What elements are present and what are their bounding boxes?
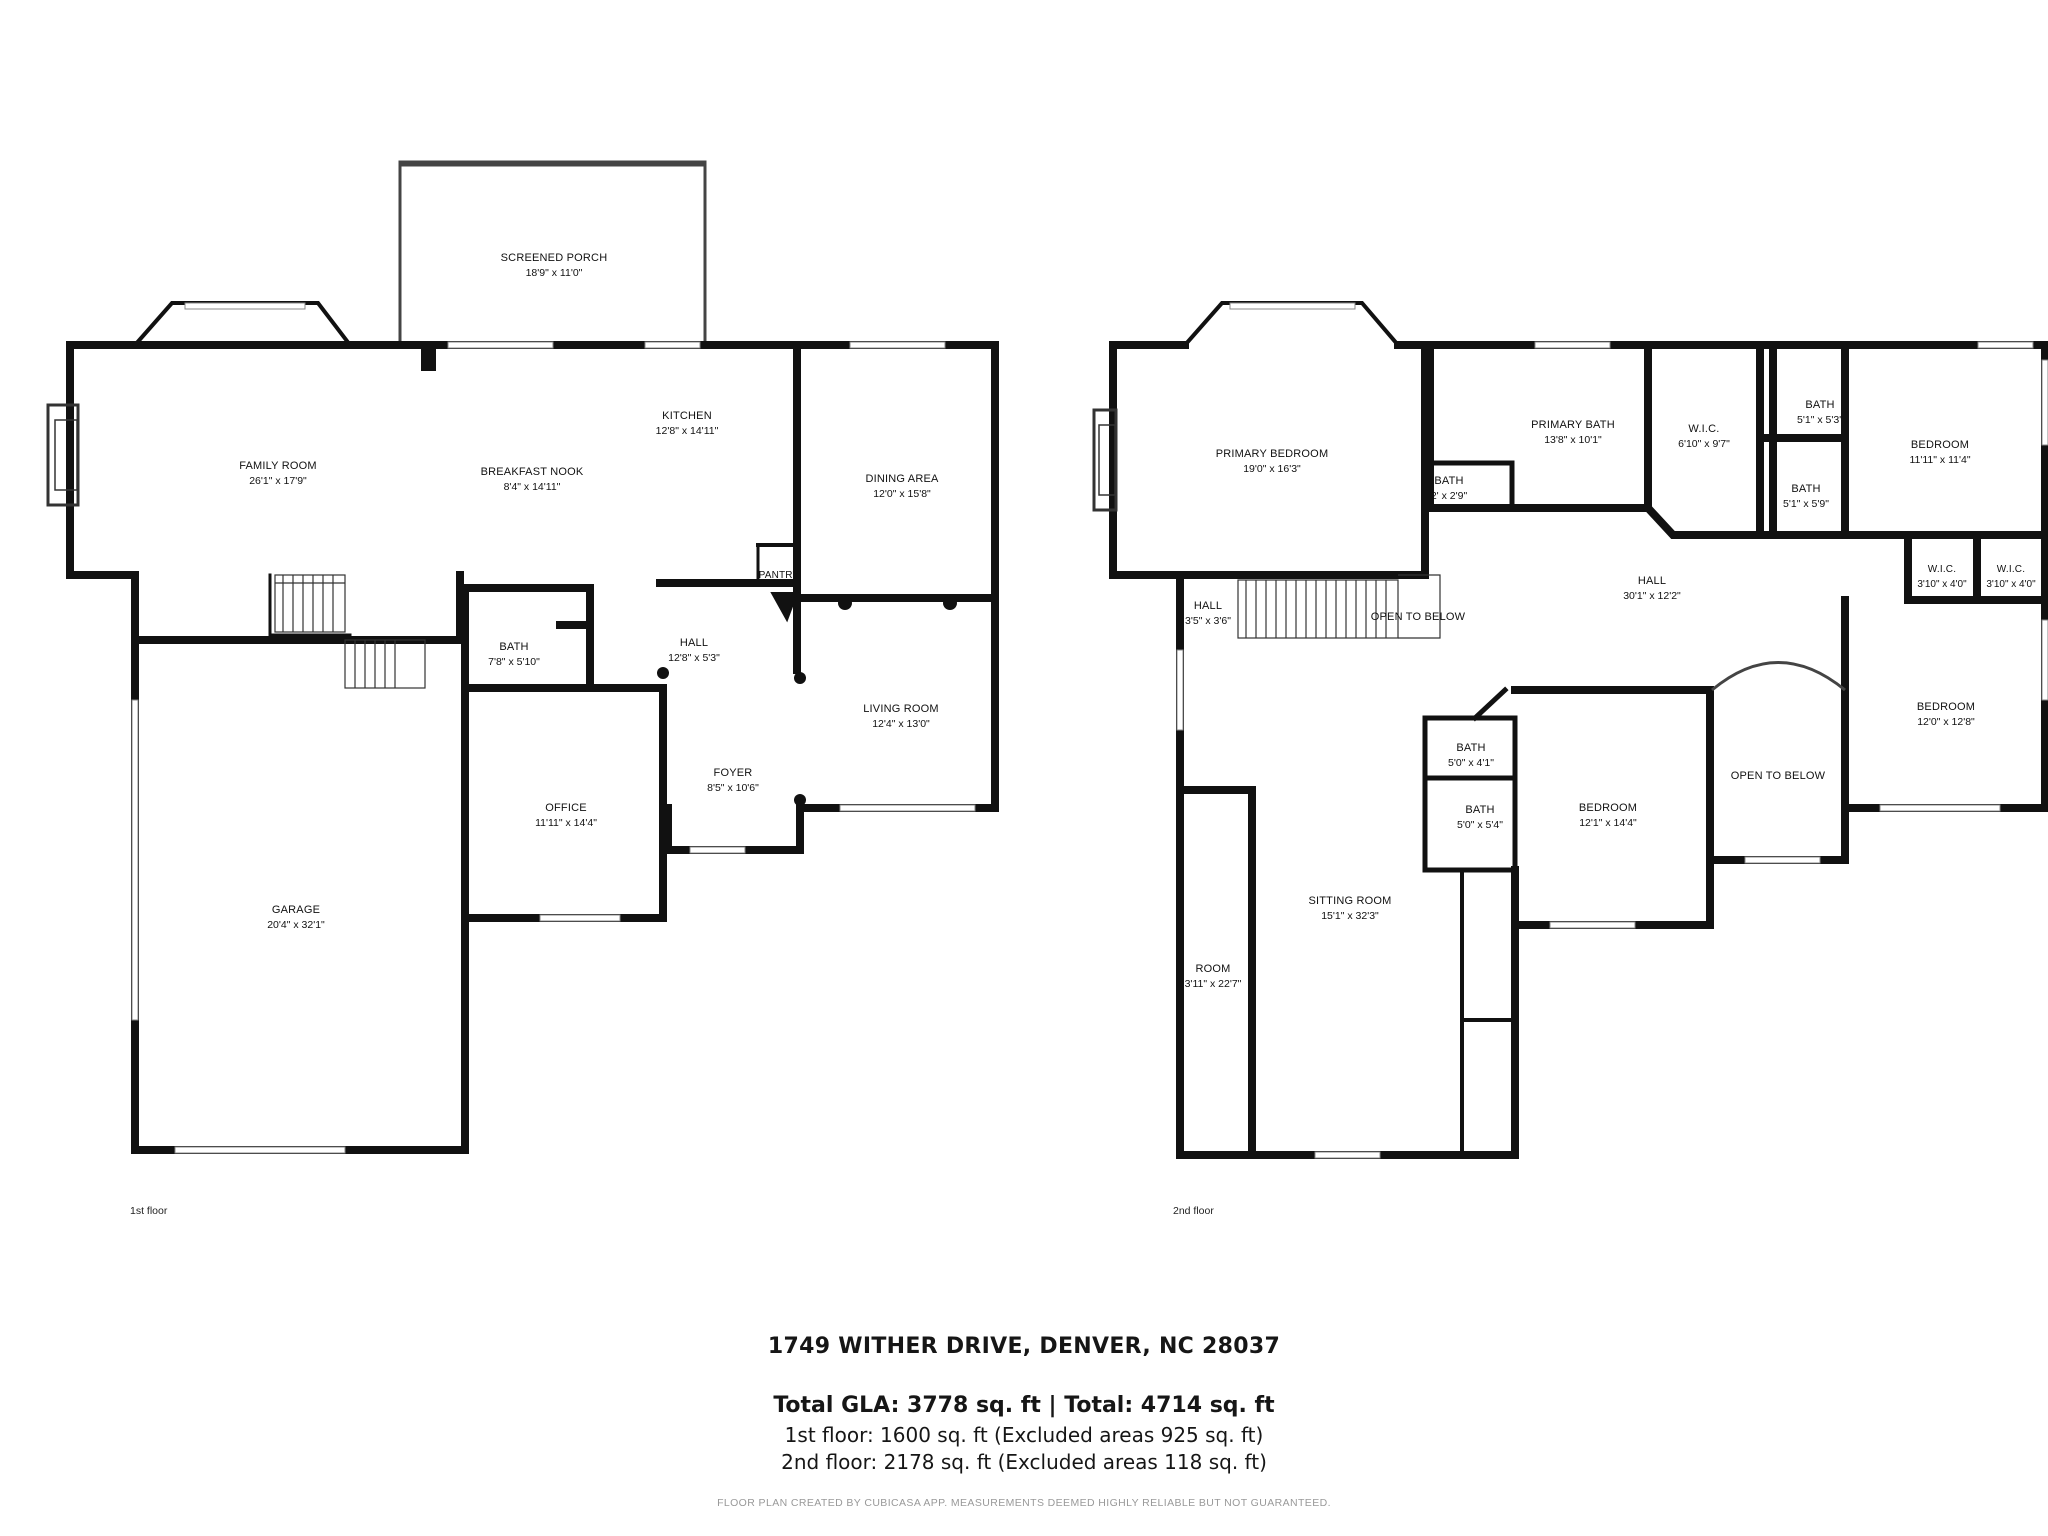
first-floor-columns: [657, 596, 957, 806]
garage-dim: 20'4" x 32'1": [267, 919, 325, 931]
disclaimer: FLOOR PLAN CREATED BY CUBICASA APP. MEAS…: [717, 1497, 1331, 1509]
wic-right-dim: 3'10" x 4'0": [1986, 579, 2036, 590]
room-dim: 3'11" x 22'7": [1185, 978, 1242, 990]
south-bedroom-walls: [1511, 686, 1714, 929]
open-below-stairs-label: OPEN TO BELOW: [1371, 611, 1466, 623]
primary-bedroom-name: PRIMARY BEDROOM: [1216, 448, 1329, 460]
foyer-name: FOYER: [714, 767, 753, 779]
hall-small-dim: 3'5" x 3'6": [1185, 615, 1231, 627]
bath-top-name: BATH: [1805, 399, 1834, 411]
foyer-dim: 8'5" x 10'6": [707, 782, 759, 794]
bath-a-name: BATH: [1456, 742, 1485, 754]
first-floor-bath-name: BATH: [499, 641, 528, 653]
screened-porch-name: SCREENED PORCH: [501, 252, 608, 264]
dining-area-name: DINING AREA: [865, 473, 939, 485]
second-floor-exterior-right: [1841, 341, 2048, 812]
wic-left-dim: 3'10" x 4'0": [1917, 579, 1967, 590]
bedroom-s-name: BEDROOM: [1579, 802, 1637, 814]
bath-b-name: BATH: [1465, 804, 1494, 816]
small-bath-walls: [1427, 460, 1515, 511]
bedroom-ne-name: BEDROOM: [1911, 439, 1969, 451]
hall-main-dim: 30'1" x 12'2": [1623, 590, 1681, 602]
kitchen-name: KITCHEN: [662, 410, 712, 422]
primary-bedroom-walls: [1109, 341, 1429, 579]
room-closet-walls: [1176, 786, 1256, 1159]
bath-mid-name: BATH: [1791, 483, 1820, 495]
kitchen-dim: 12'8" x 14'11": [656, 425, 719, 437]
second-floor-stairs: [1237, 574, 1441, 639]
wic-right-name: W.I.C.: [1997, 564, 2025, 575]
bath-a-dim: 5'0" x 4'1": [1448, 757, 1494, 769]
bedroom-ne-dim: 11'11" x 11'4": [1909, 454, 1970, 466]
dining-area-dim: 12'0" x 15'8": [873, 488, 931, 500]
pantry-name: PANTRY: [759, 570, 800, 581]
first-floor-stair-outline: [268, 573, 352, 637]
office-dim: 11'11" x 14'4": [535, 817, 597, 829]
family-room-name: FAMILY ROOM: [239, 460, 317, 472]
bath-pair-walls: [1422, 715, 1518, 873]
primary-bath-walls: [1426, 341, 1652, 512]
first-floor-stairs: [274, 574, 426, 689]
open-below-arch: [1711, 661, 1846, 692]
breakfast-nook-dim: 8'4" x 14'11": [504, 481, 561, 493]
first-floor-fireplace: [46, 403, 80, 507]
bedroom-s-dim: 12'1" x 14'4": [1579, 817, 1637, 829]
first-floor-windows: [131, 302, 976, 1154]
screened-porch-dim: 18'9" x 11'0": [526, 267, 583, 279]
primary-bedroom-dim: 19'0" x 16'3": [1243, 463, 1301, 475]
living-room-name: LIVING ROOM: [863, 703, 939, 715]
bath-b-dim: 5'0" x 5'4": [1457, 819, 1503, 831]
bath-small-name: BATH: [1434, 475, 1463, 487]
first-floor-bath-dim: 7'8" x 5'10": [488, 656, 540, 668]
first-floor-caption: 1st floor: [130, 1205, 168, 1217]
first-floor-hall-name: HALL: [680, 637, 708, 649]
first-floor-hall-dim: 12'8" x 5'3": [668, 652, 720, 664]
sitting-room-name: SITTING ROOM: [1308, 895, 1391, 907]
wic-main-name: W.I.C.: [1688, 423, 1719, 435]
second-floor-fireplace: [1092, 408, 1118, 512]
garage-walls: [131, 636, 469, 1154]
first-floor-bath-walls: [461, 584, 594, 922]
wic-walls: [1904, 531, 2048, 604]
primary-bath-dim: 13'8" x 10'1": [1544, 434, 1602, 446]
area-totals: Total GLA: 3778 sq. ft | Total: 4714 sq.…: [773, 1393, 1275, 1418]
screened-porch-walls: [398, 160, 707, 347]
wic-left-name: W.I.C.: [1928, 564, 1956, 575]
pantry-walls: [756, 543, 799, 585]
hall-main-name: HALL: [1638, 575, 1666, 587]
bedroom-e-dim: 12'0" x 12'8": [1917, 716, 1975, 728]
hall-small-name: HALL: [1194, 600, 1222, 612]
open-below-arch-label: OPEN TO BELOW: [1731, 770, 1826, 782]
first-floor-labels: SCREENED PORCH 18'9" x 11'0" FAMILY ROOM…: [239, 252, 939, 931]
primary-bath-name: PRIMARY BATH: [1531, 419, 1615, 431]
first-floor-summary: 1st floor: 1600 sq. ft (Excluded areas 9…: [784, 1423, 1264, 1447]
bath-small-dim: 2' x 2'9": [1431, 490, 1468, 502]
living-room-dim: 12'4" x 13'0": [872, 718, 930, 730]
second-floor-labels: PRIMARY BEDROOM 19'0" x 16'3" PRIMARY BA…: [1185, 399, 2036, 990]
bath-mid-dim: 5'1" x 5'9": [1783, 498, 1829, 510]
first-floor-exterior: [66, 341, 464, 644]
office-name: OFFICE: [545, 802, 587, 814]
wic-main-dim: 6'10" x 9'7": [1678, 438, 1730, 450]
second-floor-windows: [1176, 302, 2048, 1159]
second-floor-summary: 2nd floor: 2178 sq. ft (Excluded areas 1…: [781, 1450, 1267, 1474]
sitting-room-dim: 15'1" x 32'3": [1321, 910, 1379, 922]
second-floor-caption: 2nd floor: [1173, 1205, 1214, 1217]
property-address: 1749 WITHER DRIVE, DENVER, NC 28037: [767, 1334, 1281, 1359]
breakfast-nook-name: BREAKFAST NOOK: [481, 466, 584, 478]
room-name: ROOM: [1195, 963, 1230, 975]
family-room-dim: 26'1" x 17'9": [249, 475, 307, 487]
bedroom-e-name: BEDROOM: [1917, 701, 1975, 713]
garage-name: GARAGE: [272, 904, 320, 916]
bath-top-dim: 5'1" x 5'3": [1797, 414, 1843, 426]
